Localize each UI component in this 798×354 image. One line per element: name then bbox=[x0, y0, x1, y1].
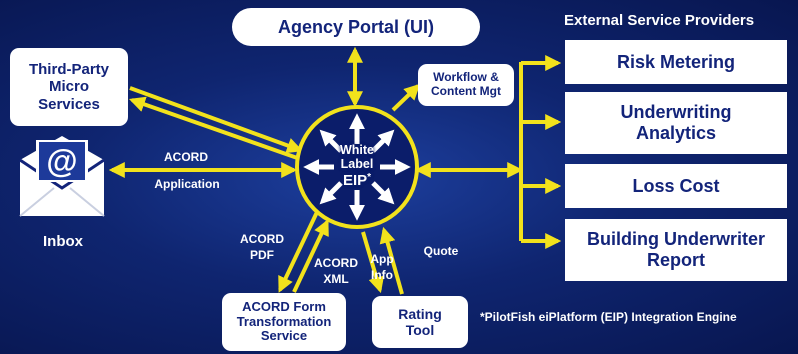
inbox-label: Inbox bbox=[43, 233, 83, 250]
provider-building-underwriter-report: Building Underwriter Report bbox=[565, 219, 787, 281]
at-envelope-icon: @ bbox=[19, 136, 105, 217]
footnote: *PilotFish eiPlatform (EIP) Integration … bbox=[480, 310, 737, 324]
hub-burst-arrows bbox=[303, 113, 411, 221]
provider-loss-cost: Loss Cost bbox=[565, 164, 787, 208]
external-heading: External Service Providers bbox=[564, 12, 755, 29]
acord-pdf-label: ACORD PDF bbox=[240, 232, 284, 262]
eip-hub bbox=[295, 105, 419, 229]
agency-portal-box: Agency Portal (UI) bbox=[232, 8, 480, 46]
acord-label: ACORD bbox=[164, 150, 208, 164]
svg-text:@: @ bbox=[46, 143, 77, 179]
rating-tool-box: Rating Tool bbox=[372, 296, 468, 348]
app-info-label: App Info bbox=[370, 252, 394, 282]
provider-underwriting-analytics: Underwriting Analytics bbox=[565, 92, 787, 154]
acord-form-box: ACORD Form Transformation Service bbox=[222, 293, 346, 351]
workflow-box: Workflow & Content Mgt bbox=[418, 64, 514, 106]
quote-label: Quote bbox=[423, 244, 459, 258]
hub-label: White Label EIP* bbox=[329, 143, 385, 189]
third-party-box: Third-Party Micro Services bbox=[10, 48, 128, 126]
hub-line2: Label bbox=[340, 157, 374, 172]
hub-line1: White bbox=[339, 143, 375, 157]
provider-risk-metering: Risk Metering bbox=[565, 40, 787, 84]
acord-xml-label: ACORD XML bbox=[314, 256, 358, 286]
hub-line3: EIP* bbox=[342, 171, 372, 189]
application-label: Application bbox=[154, 177, 220, 191]
